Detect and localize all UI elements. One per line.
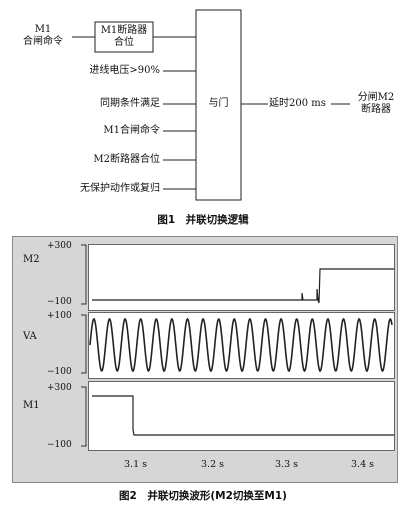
va-trace bbox=[89, 317, 393, 373]
panel-va bbox=[88, 312, 395, 379]
x-tick-4: 3.4 s bbox=[351, 459, 375, 470]
and-gate-label: 与门 bbox=[208, 98, 229, 109]
panel-m1 bbox=[88, 381, 395, 451]
m1-breaker-line1: M1断路器 bbox=[100, 25, 148, 36]
va-top-tick: +100 bbox=[47, 311, 72, 321]
figure1-caption: 图1 并联切换逻辑 bbox=[157, 214, 249, 226]
logic-diagram: M1 合闸命令 M1断路器 合位 进线电压>90% 同期条件满足 M1合闸命令 … bbox=[0, 0, 406, 230]
m1-bottom-tick: −100 bbox=[47, 440, 72, 450]
va-sine-path bbox=[89, 317, 393, 373]
input-voltage: 进线电压>90% bbox=[89, 65, 160, 76]
output-label: 分闸M2 断路器 bbox=[350, 92, 402, 116]
m1-input-label: M1 合闸命令 bbox=[18, 24, 68, 48]
m2-trace bbox=[92, 268, 394, 304]
logic-lines bbox=[72, 9, 350, 201]
x-tick-1: 3.1 s bbox=[124, 459, 148, 470]
signal-label-m2: M2 bbox=[23, 254, 40, 265]
panel-m2 bbox=[88, 244, 395, 311]
x-tick-3: 3.3 s bbox=[275, 459, 299, 470]
output-line1: 分闸M2 bbox=[357, 92, 395, 103]
m1-breaker-label: M1断路器 合位 bbox=[95, 25, 153, 49]
output-line2: 断路器 bbox=[361, 104, 391, 115]
input-sync: 同期条件满足 bbox=[100, 98, 160, 109]
signal-label-m1: M1 bbox=[23, 400, 40, 411]
va-bottom-tick: −100 bbox=[47, 367, 72, 377]
and-gate-box bbox=[195, 9, 242, 201]
axis-brackets bbox=[81, 244, 87, 447]
m2-bottom-tick: −100 bbox=[47, 297, 72, 307]
signal-label-va: VA bbox=[23, 331, 37, 342]
m2-top-tick: +300 bbox=[47, 241, 72, 251]
figure2-caption: 图2 并联切换波形(M2切换至M1) bbox=[119, 490, 287, 502]
x-tick-2: 3.2 s bbox=[201, 459, 225, 470]
m1-input-line2: 合闸命令 bbox=[23, 36, 63, 47]
input-m1-close: M1合闸命令 bbox=[103, 125, 160, 136]
input-m2-breaker: M2断路器合位 bbox=[93, 154, 160, 165]
input-no-protection: 无保护动作或复归 bbox=[80, 183, 160, 194]
waveform-scope: M2 +300 −100 VA +100 −100 M1 +300 −100 3… bbox=[12, 236, 398, 483]
m1-trace bbox=[92, 395, 394, 436]
m1-input-line1: M1 bbox=[34, 24, 52, 35]
m1-top-tick: +300 bbox=[47, 383, 72, 393]
delay-label: 延时200 ms bbox=[269, 98, 326, 109]
m1-breaker-line2: 合位 bbox=[114, 37, 134, 48]
